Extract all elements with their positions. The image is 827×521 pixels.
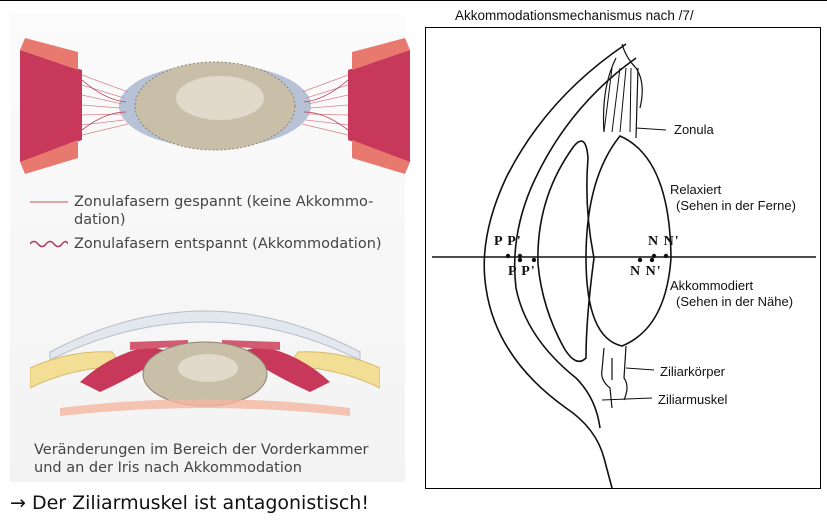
inner-eye-wall	[515, 58, 636, 428]
lens-highlight	[178, 354, 238, 382]
wavy-line-icon	[30, 235, 68, 253]
straight-line-icon	[30, 193, 68, 211]
principal-point-dots	[506, 254, 668, 262]
anterior-chamber-illustration	[30, 290, 380, 425]
label-relaxed: Relaxiert	[670, 182, 721, 197]
label-ciliary-muscle: Ziliarmuskel	[658, 392, 727, 408]
accommodation-diagram-box: P P' P P' N N' N N' Zonula Relaxiert (Se…	[425, 27, 821, 489]
legend-item-relaxed: Zonulafasern entspannt (Akkommodation)	[30, 235, 410, 253]
nn-label-accommodated: N N'	[630, 264, 662, 280]
eye-accommodation-diagram	[426, 28, 822, 490]
label-relaxed-sub: (Sehen in der Ferne)	[670, 198, 796, 214]
legend-label-tense: Zonulafasern gespannt (keine Akkommo-dat…	[74, 193, 410, 229]
right-panel-title: Akkommodationsmechanismus nach /7/	[455, 8, 694, 23]
pp-label-relaxed: P P'	[494, 234, 522, 250]
label-zonula: Zonula	[674, 122, 714, 138]
nn-label-relaxed: N N'	[648, 234, 680, 250]
choroid-band	[60, 399, 350, 416]
fiber-legend: Zonulafasern gespannt (keine Akkommo-dat…	[30, 193, 410, 253]
label-ciliary-body: Ziliarkörper	[660, 364, 725, 380]
conclusion-text: → Der Ziliarmuskel ist antagonistisch!	[10, 492, 369, 514]
lens-highlight	[176, 76, 264, 120]
left-caption: Veränderungen im Bereich der Vorderkamme…	[34, 441, 374, 477]
legend-item-tense: Zonulafasern gespannt (keine Akkommo-dat…	[30, 193, 410, 229]
pp-label-accommodated: P P'	[508, 264, 536, 280]
lens-zonula-illustration	[20, 30, 410, 180]
outer-eye-wall	[484, 44, 626, 488]
label-accommodated-group: Akkommodiert (Sehen in der Nähe)	[670, 278, 793, 310]
legend-label-relaxed: Zonulafasern entspannt (Akkommodation)	[74, 235, 382, 253]
label-accommodated: Akkommodiert	[670, 278, 753, 293]
label-accommodated-sub: (Sehen in der Nähe)	[670, 294, 793, 310]
label-relaxed-group: Relaxiert (Sehen in der Ferne)	[670, 182, 796, 214]
top-rule	[0, 0, 827, 1]
